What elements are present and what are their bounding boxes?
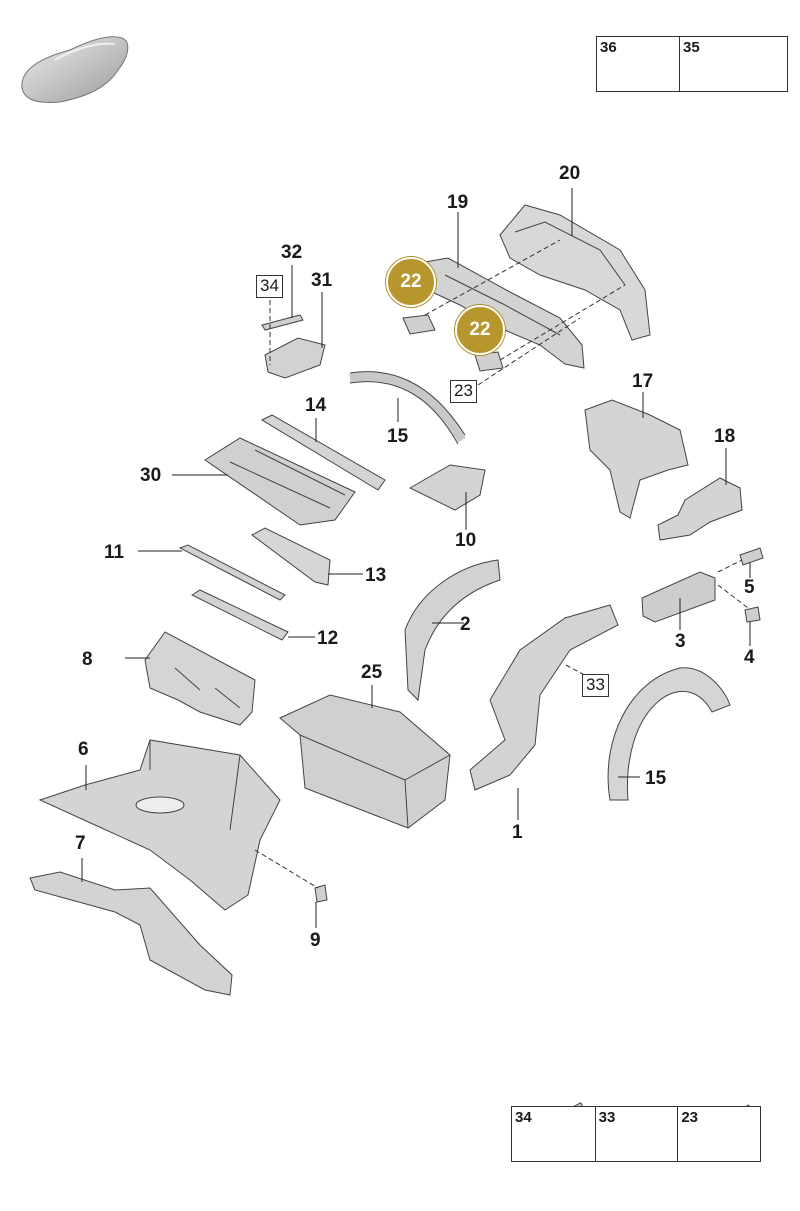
part-11 — [178, 544, 286, 601]
callout-31: 31 — [311, 270, 333, 291]
callout-21: 20 — [559, 163, 581, 184]
callout-6: 6 — [78, 739, 89, 760]
callout-25: 25 — [361, 662, 383, 683]
part-12 — [190, 589, 289, 641]
callout-8: 8 — [82, 649, 93, 670]
part-4 — [744, 606, 761, 623]
callout-4: 4 — [744, 647, 755, 668]
legend-cell-33: 33 — [594, 1107, 678, 1161]
part-6 — [38, 739, 281, 911]
part-32 — [261, 314, 304, 331]
part-17 — [607, 667, 731, 801]
part-1 — [469, 604, 619, 791]
part-25 — [279, 694, 451, 829]
callout-1: 1 — [512, 822, 523, 843]
legend-num-23: 23 — [681, 1109, 699, 1126]
callout-9: 9 — [310, 930, 321, 951]
part-14 — [260, 414, 386, 491]
part-15 — [349, 371, 466, 445]
part-31 — [264, 337, 326, 379]
callout-18: 17 — [632, 371, 654, 392]
callout-13: 13 — [365, 565, 387, 586]
callout-3: 3 — [675, 631, 686, 652]
legend-num-34: 34 — [515, 1109, 532, 1126]
legend-cell-36: 36 — [597, 37, 679, 91]
part-22-brackets — [402, 314, 504, 372]
callout-7: 7 — [75, 833, 86, 854]
callout-14: 14 — [305, 395, 327, 416]
callout-11: 11 — [104, 542, 125, 563]
callout-17: 15 — [645, 768, 667, 789]
boxed-callout-23: 23 — [450, 380, 477, 403]
legend-cell-34: 34 — [512, 1107, 595, 1161]
part-7 — [29, 871, 233, 996]
part-9 — [314, 884, 328, 903]
badge-22-upper: 22 — [386, 257, 436, 307]
legend-num-36: 36 — [600, 39, 617, 56]
part-19 — [657, 477, 743, 541]
callout-19: 18 — [714, 426, 736, 447]
badge-22-lower: 22 — [455, 305, 505, 355]
part-5 — [739, 547, 764, 566]
callout-12: 12 — [317, 628, 339, 649]
legend-bottom: 34 33 23 — [511, 1106, 761, 1162]
callout-2: 2 — [460, 614, 471, 635]
boxed-callout-33: 33 — [582, 674, 609, 697]
callout-15: 15 — [387, 426, 409, 447]
boxed-callout-34: 34 — [256, 275, 283, 298]
part-3 — [641, 571, 716, 623]
car-thumbnail-icon — [21, 36, 129, 103]
callout-32: 32 — [281, 242, 303, 263]
callout-20: 19 — [447, 192, 469, 213]
callout-5: 5 — [744, 577, 755, 598]
legend-cell-23: 23 — [677, 1107, 760, 1161]
part-30 — [204, 437, 356, 526]
part-18 — [584, 399, 689, 519]
legend-num-35: 35 — [683, 39, 700, 56]
part-2 — [404, 559, 501, 702]
callout-30: 30 — [140, 465, 162, 486]
part-20 — [424, 257, 585, 369]
part-13 — [251, 527, 331, 586]
part-10 — [408, 464, 486, 511]
callout-10: 10 — [455, 530, 477, 551]
legend-num-33: 33 — [598, 1109, 616, 1126]
legend-top: 36 35 — [596, 36, 788, 92]
dashed-leaders — [254, 239, 749, 889]
leader-lines — [81, 188, 751, 928]
part-8 — [144, 631, 256, 726]
legend-cell-35: 35 — [679, 37, 787, 91]
